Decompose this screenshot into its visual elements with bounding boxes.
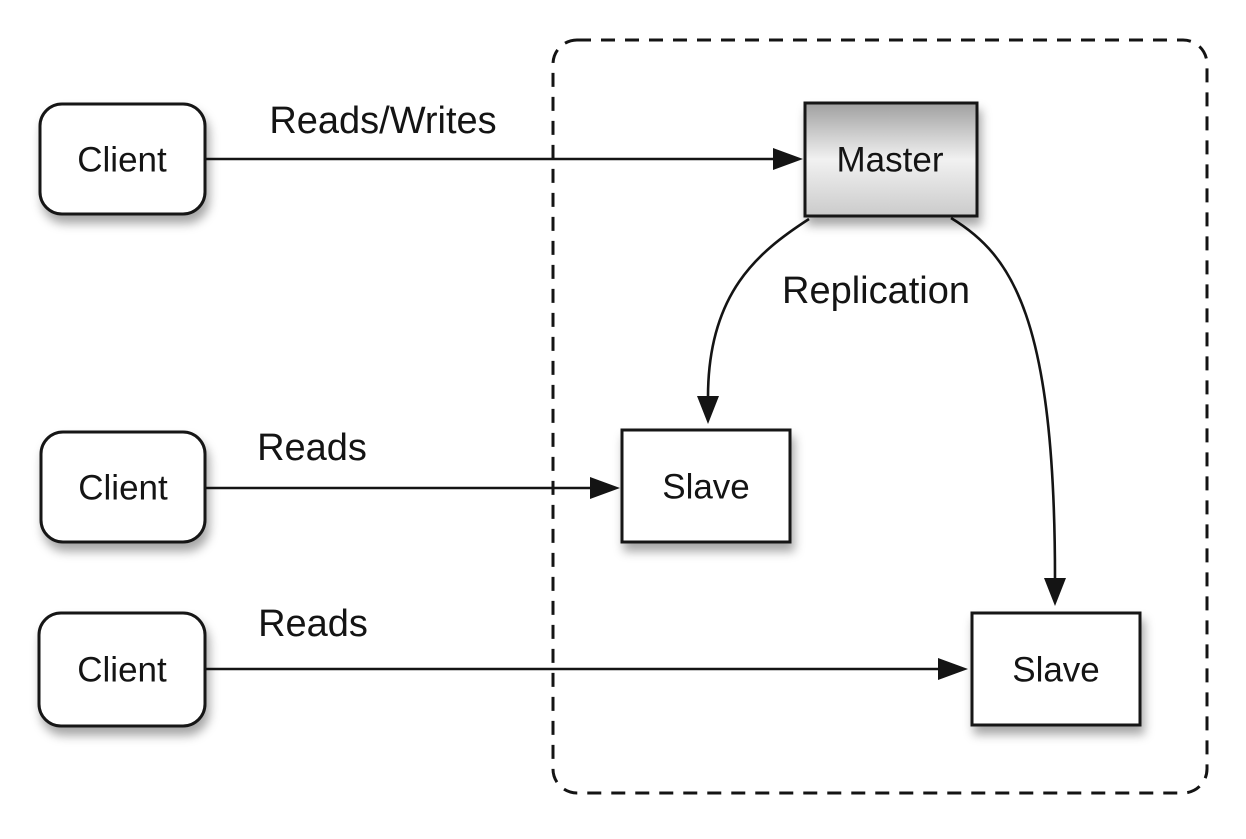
node-client2: Client	[39, 430, 207, 544]
node-slave2: Slave	[970, 611, 1142, 727]
client1-box	[38, 102, 207, 216]
client2-box	[39, 430, 207, 544]
arrowhead-client1-to-master	[773, 148, 803, 170]
client1-label: Client	[77, 141, 167, 180]
slave1-box	[620, 428, 792, 544]
edge-label-reads-middle: Reads	[257, 427, 367, 469]
client2-label: Client	[78, 469, 168, 508]
node-client3: Client	[37, 611, 207, 728]
master-box	[803, 101, 979, 218]
node-slave1: Slave	[620, 428, 792, 544]
slave1-label: Slave	[662, 468, 750, 507]
edge-label-replication: Replication	[782, 270, 970, 312]
edge-label-reads-writes: Reads/Writes	[269, 100, 496, 142]
edge-label-reads-bottom: Reads	[258, 603, 368, 645]
slave2-box	[970, 611, 1142, 727]
arrowhead-client2-to-slave1	[590, 477, 620, 499]
edge-master-to-slave1	[706, 217, 810, 398]
replication-cluster-boundary	[551, 38, 1209, 795]
arrowhead-master-to-slave2	[1044, 578, 1066, 606]
node-client1: Client	[38, 102, 207, 216]
client3-label: Client	[77, 651, 167, 690]
slave2-label: Slave	[1012, 651, 1100, 690]
master-label: Master	[837, 141, 944, 180]
node-master: Master	[803, 101, 979, 218]
arrowhead-client3-to-slave2	[938, 658, 968, 680]
edge-master-to-slave2	[950, 216, 1057, 580]
client3-box	[37, 611, 207, 728]
arrowhead-master-to-slave1	[697, 396, 719, 424]
